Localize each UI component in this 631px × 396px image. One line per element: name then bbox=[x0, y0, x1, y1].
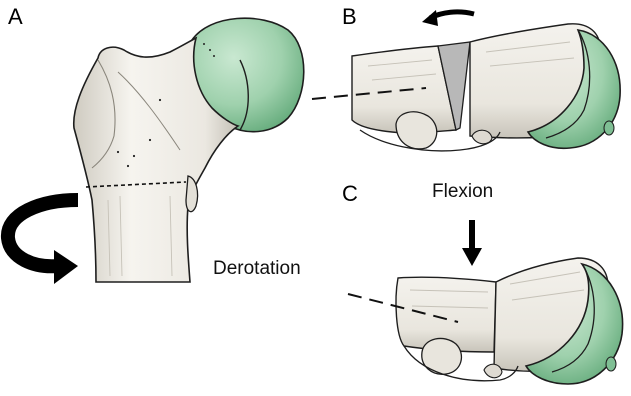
panel-b-femur bbox=[352, 24, 620, 151]
trochanter-bump-b bbox=[396, 112, 437, 149]
small-bump-b bbox=[472, 130, 492, 144]
fovea-c bbox=[606, 357, 616, 371]
panel-c-femur bbox=[396, 258, 623, 384]
flexion-caption: Flexion bbox=[432, 182, 493, 201]
curved-derotation-arrow-icon bbox=[8, 200, 78, 284]
panel-label-b: B bbox=[342, 6, 357, 28]
derotation-caption: Derotation bbox=[213, 259, 301, 278]
flexion-arrow-icon bbox=[462, 220, 482, 266]
trochanter-bump-c bbox=[422, 338, 462, 374]
small-bump-c bbox=[484, 364, 502, 378]
fovea-b bbox=[604, 121, 614, 135]
rotation-arrow-icon bbox=[422, 10, 474, 26]
panel-a-femur bbox=[74, 18, 304, 282]
panel-label-c: C bbox=[342, 183, 358, 205]
panel-label-a: A bbox=[8, 6, 23, 28]
